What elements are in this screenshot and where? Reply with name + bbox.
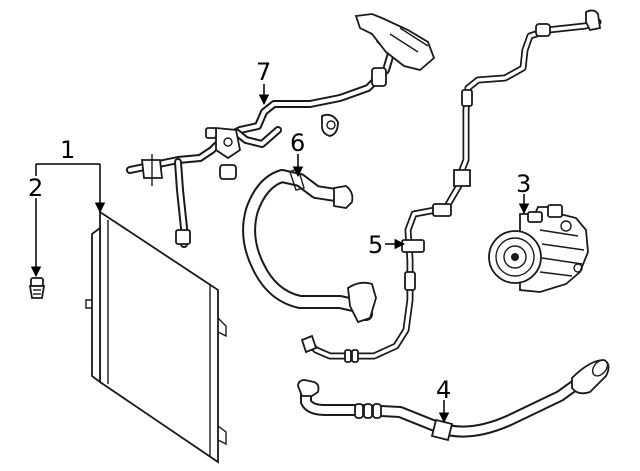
callout-1: 1 [60,136,75,164]
callout-5: 5 [368,231,383,259]
condenser [85,210,227,464]
pipe-assembly-7 [126,13,436,248]
callout-4: 4 [436,376,451,404]
hose-6 [242,167,377,324]
callout-6: 6 [290,129,305,157]
compressor [488,204,589,293]
callout-2: 2 [28,174,43,202]
pipe-5 [300,9,602,363]
leader-lines [30,84,530,424]
callout-7: 7 [256,58,271,86]
callout-3: 3 [516,170,531,198]
pressure-sensor [28,277,46,299]
hose-4 [297,359,610,442]
